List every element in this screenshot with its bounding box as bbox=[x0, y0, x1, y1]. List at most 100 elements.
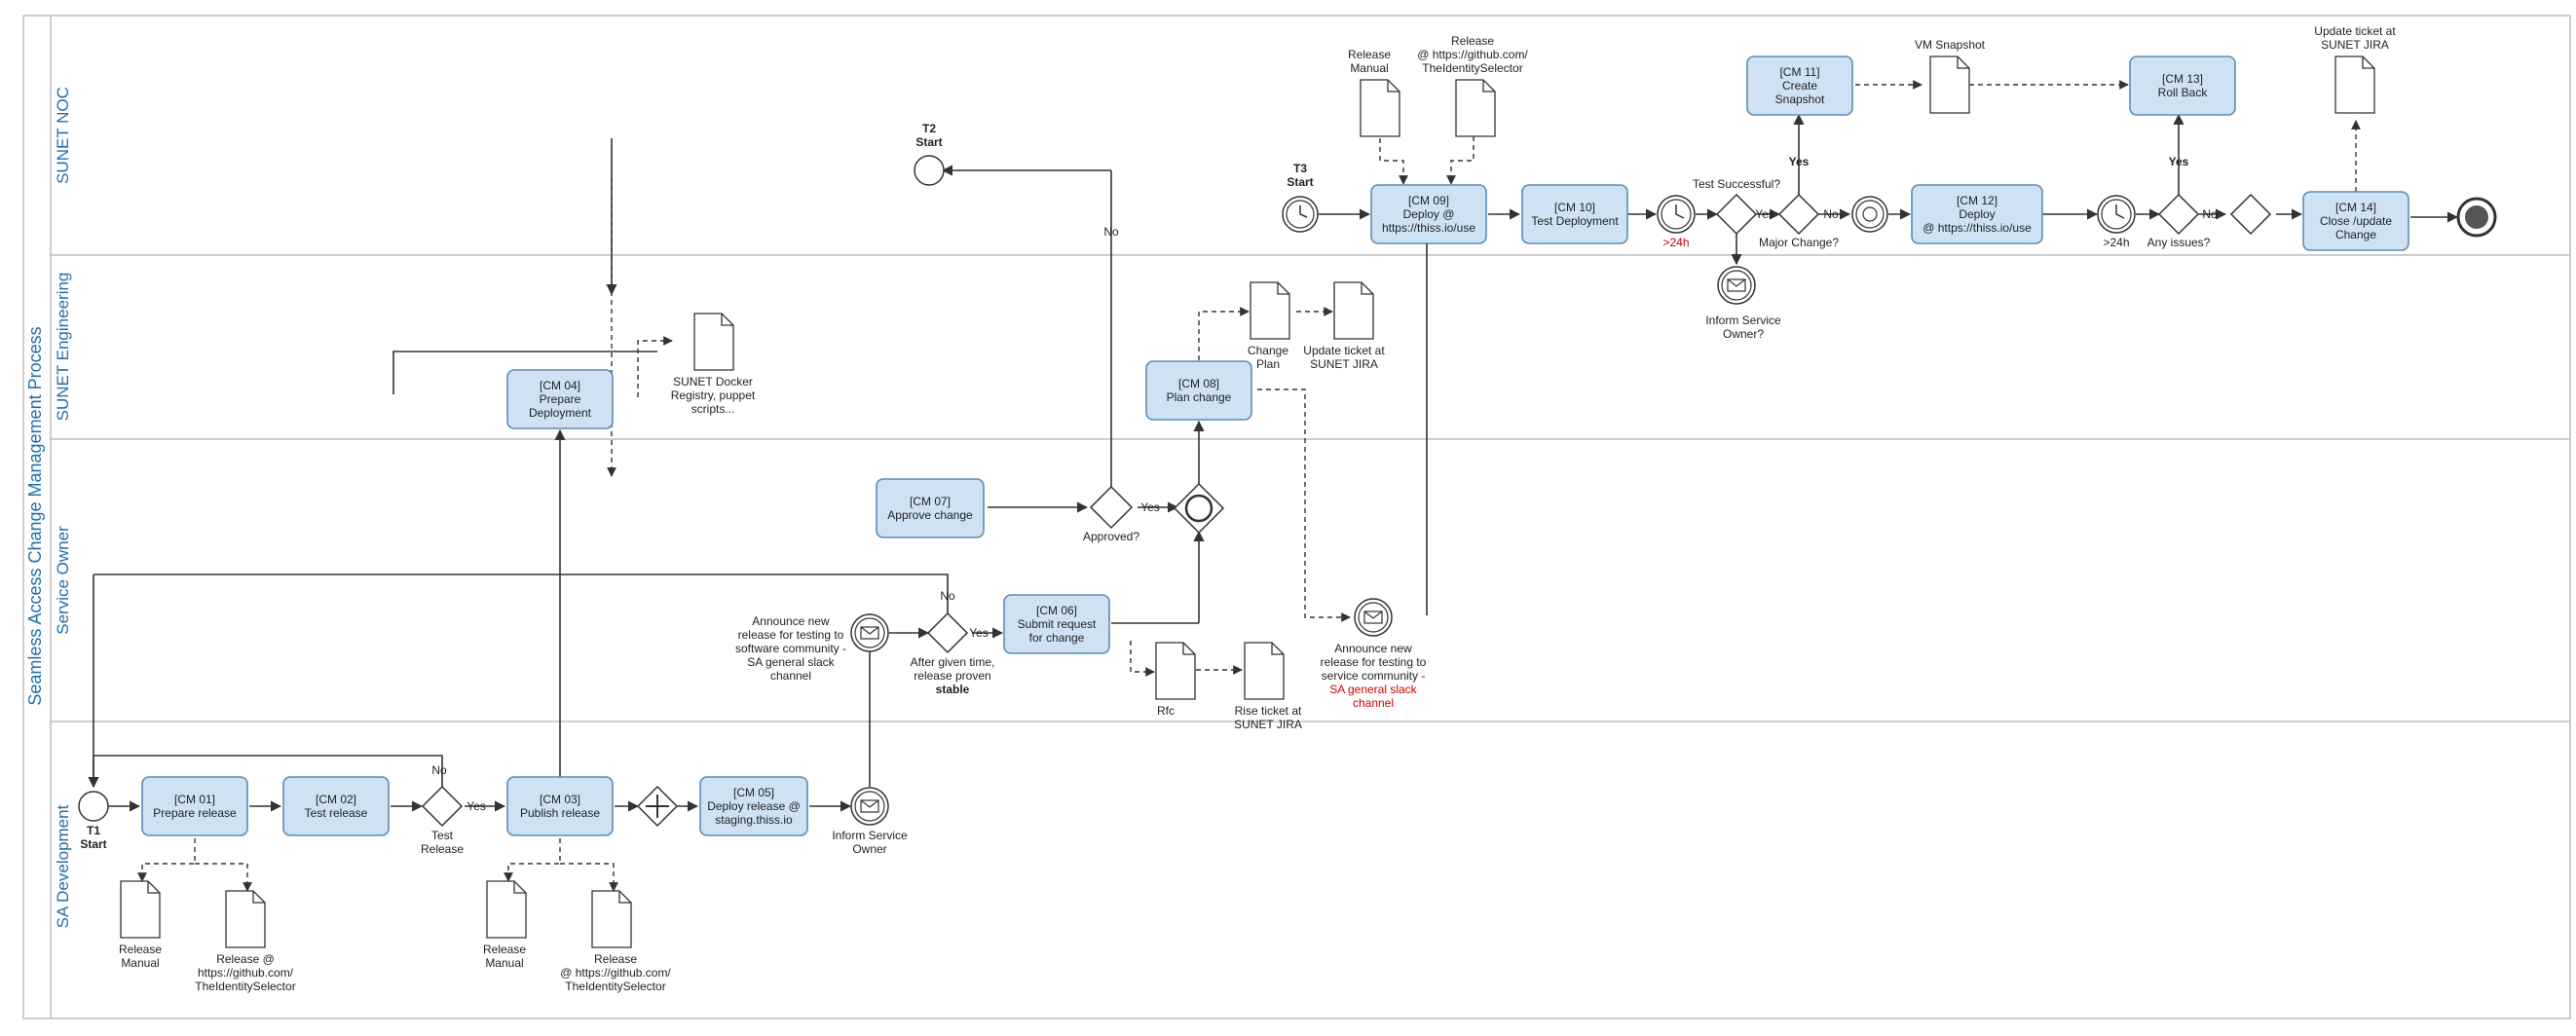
label-announce-service-1: Announce new bbox=[1334, 642, 1412, 655]
task-label-cm06-2: for change bbox=[1029, 631, 1085, 645]
flow-label-no: No bbox=[1823, 207, 1839, 221]
document-label-release_github-2: TheIdentitySelector bbox=[195, 980, 295, 993]
label-gateway-after-time-2: release proven bbox=[914, 669, 990, 683]
document-label-release_github-1: https://github.com/ bbox=[198, 966, 294, 980]
document-release-github-dev[interactable]: Release @https://github.com/TheIdentityS… bbox=[195, 890, 296, 993]
task-label-cm02-1: Test release bbox=[305, 806, 368, 820]
label-t1: T1 bbox=[87, 824, 100, 837]
document-shape bbox=[1333, 281, 1374, 340]
task-cm03[interactable]: [CM 03]Publish release bbox=[506, 776, 614, 836]
timer-event-24h[interactable] bbox=[2097, 195, 2136, 234]
task-cm13[interactable]: [CM 13]Roll Back bbox=[2129, 56, 2236, 116]
label-gateway-after-time-3: stable bbox=[936, 683, 970, 696]
task-label-cm02-0: [CM 02] bbox=[316, 793, 356, 806]
task-cm09[interactable]: [CM 09]Deploy @https://thiss.io/use bbox=[1370, 184, 1487, 244]
gateway-merge[interactable] bbox=[2229, 193, 2272, 236]
document-label-release_github-0: Release @ bbox=[216, 952, 275, 966]
task-label-cm07-0: [CM 07] bbox=[910, 495, 951, 508]
parallel-gateway[interactable] bbox=[636, 785, 679, 828]
gateway-test-successful[interactable] bbox=[1715, 193, 1758, 236]
task-label-cm11-0: [CM 11] bbox=[1779, 65, 1819, 79]
label-announce-service-red-1: SA general slack bbox=[1329, 683, 1417, 696]
timer-event-24h-red[interactable] bbox=[1657, 195, 1696, 234]
intermediate-event[interactable] bbox=[1851, 196, 1888, 233]
task-cm08[interactable]: [CM 08]Plan change bbox=[1145, 360, 1252, 421]
document-release-github-noc[interactable]: Release@ https://github.com/TheIdentityS… bbox=[1417, 34, 1528, 137]
gateway-test-release[interactable] bbox=[421, 785, 464, 828]
gateway-after-given-time[interactable] bbox=[926, 611, 969, 654]
document-rfc[interactable]: Rfc bbox=[1155, 642, 1196, 718]
task-label-cm01-0: [CM 01] bbox=[174, 793, 215, 806]
gateway-major-change[interactable] bbox=[1777, 193, 1820, 236]
label-inform-service-owner-2: Owner bbox=[852, 842, 886, 856]
task-label-cm04-2: Deployment bbox=[529, 406, 592, 420]
task-label-cm09-0: [CM 09] bbox=[1408, 194, 1449, 207]
task-cm07[interactable]: [CM 07]Approve change bbox=[876, 478, 985, 538]
document-label-release_github_b-1: @ https://github.com/ bbox=[1417, 48, 1528, 61]
message-event-announce-testing[interactable] bbox=[850, 613, 889, 652]
document-label-update_jira-0: Update ticket at bbox=[2314, 24, 2396, 38]
task-label-cm10-0: [CM 10] bbox=[1554, 201, 1595, 214]
gateway-any-issues[interactable] bbox=[2157, 193, 2200, 236]
start-event-t1[interactable] bbox=[78, 791, 109, 822]
document-shape bbox=[591, 890, 632, 948]
gateway-approved[interactable] bbox=[1089, 485, 1134, 530]
document-shape bbox=[1244, 642, 1285, 700]
flow-label-no: No bbox=[2202, 207, 2218, 221]
task-label-cm08-0: [CM 08] bbox=[1178, 377, 1219, 390]
message-event-inform-service-owner-q[interactable] bbox=[1717, 266, 1756, 305]
flow-label-yes: Yes bbox=[969, 626, 989, 640]
label-inform-service-owner-1: Inform Service bbox=[832, 829, 908, 842]
task-cm10[interactable]: [CM 10]Test Deployment bbox=[1521, 184, 1628, 244]
task-label-cm06-0: [CM 06] bbox=[1036, 604, 1077, 617]
task-label-cm10-1: Test Deployment bbox=[1531, 214, 1619, 228]
document-shape bbox=[1250, 281, 1290, 340]
lane-title-eng: SUNET Engineering bbox=[54, 273, 72, 422]
pool: Seamless Access Change Management Proces… bbox=[22, 15, 2571, 1019]
message-event-inform-service-owner[interactable] bbox=[850, 787, 889, 826]
task-cm01[interactable]: [CM 01]Prepare release bbox=[141, 776, 248, 836]
task-label-cm07-1: Approve change bbox=[887, 508, 973, 522]
document-label-release_manual-1: Manual bbox=[121, 956, 159, 970]
start-event-t2[interactable] bbox=[914, 155, 945, 186]
task-cm02[interactable]: [CM 02]Test release bbox=[282, 776, 390, 836]
task-label-cm11-1: Create bbox=[1782, 79, 1817, 92]
label-t2-start: Start bbox=[915, 135, 942, 149]
document-vm-snapshot[interactable]: VM Snapshot bbox=[1915, 38, 1986, 114]
task-cm05[interactable]: [CM 05]Deploy release @staging.thiss.io bbox=[699, 776, 808, 836]
document-label-rise_jira-0: Rise ticket at bbox=[1235, 704, 1302, 718]
label-t3: T3 bbox=[1293, 162, 1307, 175]
label-announce-testing-2: release for testing to bbox=[738, 628, 844, 642]
document-label-release_manual-0: Release bbox=[119, 943, 162, 956]
document-shape bbox=[1360, 79, 1400, 137]
lane-title-noc: SUNET NOC bbox=[54, 87, 72, 184]
task-label-cm13-0: [CM 13] bbox=[2162, 72, 2203, 86]
document-label-change_plan-0: Change bbox=[1248, 344, 1288, 357]
label-announce-testing-5: channel bbox=[770, 669, 811, 683]
timer-start-event-t3[interactable] bbox=[1282, 196, 1319, 233]
task-cm12[interactable]: [CM 12]Deploy@ https://thiss.io/use bbox=[1911, 184, 2043, 244]
message-event-announce-service[interactable] bbox=[1354, 598, 1393, 637]
label-announce-service-2: release for testing to bbox=[1321, 655, 1427, 669]
document-label-release_manual-1: Manual bbox=[485, 956, 523, 970]
label-gateway-major-change: Major Change? bbox=[1759, 236, 1839, 249]
task-label-cm09-2: https://thiss.io/use bbox=[1382, 221, 1475, 235]
event-based-gateway[interactable] bbox=[1173, 482, 1225, 535]
document-label-docker_registry-0: SUNET Docker bbox=[673, 375, 753, 388]
document-label-release_github_b-2: TheIdentitySelector bbox=[1422, 61, 1522, 75]
document-release-github-dev-2[interactable]: Release@ https://github.com/TheIdentityS… bbox=[560, 890, 671, 993]
end-event[interactable] bbox=[2456, 197, 2497, 238]
document-label-update_jira-1: SUNET JIRA bbox=[1310, 357, 1378, 371]
